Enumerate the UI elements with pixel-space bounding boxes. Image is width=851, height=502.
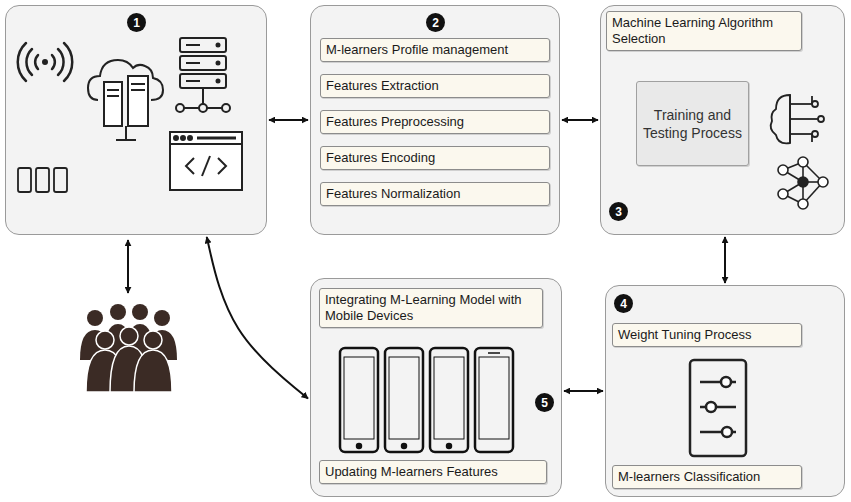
people-icon-part: [144, 331, 162, 349]
callout-badge: 1: [127, 13, 146, 32]
connector-arrow: [564, 390, 603, 392]
callout-number: 3: [615, 206, 622, 218]
people-icon-part: [154, 310, 170, 326]
stage-panel: 3 Machine Learning Algorithm SelectionTra…: [600, 5, 845, 235]
process-box: Features Normalization: [320, 182, 550, 206]
connector-arrow: [724, 237, 726, 283]
people-icon: [80, 304, 177, 392]
callout-number: 2: [432, 17, 439, 29]
box-label: M-learners Classification: [618, 469, 796, 485]
callout-badge: 2: [426, 13, 445, 32]
process-box: M-learners Profile management: [320, 38, 550, 62]
people-icon-part: [134, 350, 172, 392]
callout-number: 1: [133, 17, 140, 29]
people-icon-part: [110, 346, 148, 392]
stage-panel: 2M-learners Profile managementFeatures E…: [310, 5, 560, 235]
stage-panel: 1: [5, 5, 267, 235]
process-box: Machine Learning Algorithm Selection: [606, 11, 802, 51]
process-box: Updating M-learners Features: [319, 460, 547, 484]
process-box: Features Encoding: [320, 146, 550, 170]
people-icon-part: [87, 310, 103, 326]
process-box: M-learners Classification: [612, 465, 802, 489]
process-box: Training and Testing Process: [636, 81, 749, 166]
people-icon-part: [80, 330, 110, 360]
stage-panel: 4Weight Tuning ProcessM-learners Classif…: [605, 285, 845, 497]
callout-badge: 4: [614, 294, 633, 313]
people-link-arrow: [128, 240, 129, 293]
people-icon-part: [148, 330, 177, 360]
box-label: Features Extraction: [326, 78, 544, 94]
people-icon-part: [110, 304, 126, 320]
connector-arrow: [269, 119, 308, 121]
callout-number: 5: [541, 397, 548, 409]
stage-panel: 5 Integrating M-Learning Model with Mobil…: [310, 278, 562, 497]
people-icon-part: [104, 324, 132, 360]
box-label: Training and Testing Process: [643, 106, 742, 142]
people-icon-part: [96, 331, 114, 349]
process-box: Features Preprocessing: [320, 110, 550, 134]
box-label: Machine Learning Algorithm Selection: [612, 15, 796, 47]
callout-badge: 5: [535, 393, 554, 412]
people-icon-part: [132, 304, 148, 320]
box-label: M-learners Profile management: [326, 42, 544, 58]
process-box: Features Extraction: [320, 74, 550, 98]
box-label: Integrating M-Learning Model with Mobile…: [325, 292, 537, 324]
people-icon-part: [120, 327, 138, 345]
box-label: Features Encoding: [326, 150, 544, 166]
callout-badge: 3: [609, 202, 628, 221]
connector-arrow: [207, 237, 308, 398]
people-icon-part: [126, 324, 154, 360]
callout-number: 4: [620, 298, 627, 310]
people-icon-part: [86, 350, 124, 392]
box-label: Features Preprocessing: [326, 114, 544, 130]
process-box: Integrating M-Learning Model with Mobile…: [319, 288, 543, 328]
process-box: Weight Tuning Process: [612, 323, 802, 347]
box-label: Weight Tuning Process: [618, 327, 796, 343]
box-label: Updating M-learners Features: [325, 464, 541, 480]
connector-arrow: [562, 119, 598, 121]
people-link-arrow-part: [127, 240, 129, 293]
box-label: Features Normalization: [326, 186, 544, 202]
